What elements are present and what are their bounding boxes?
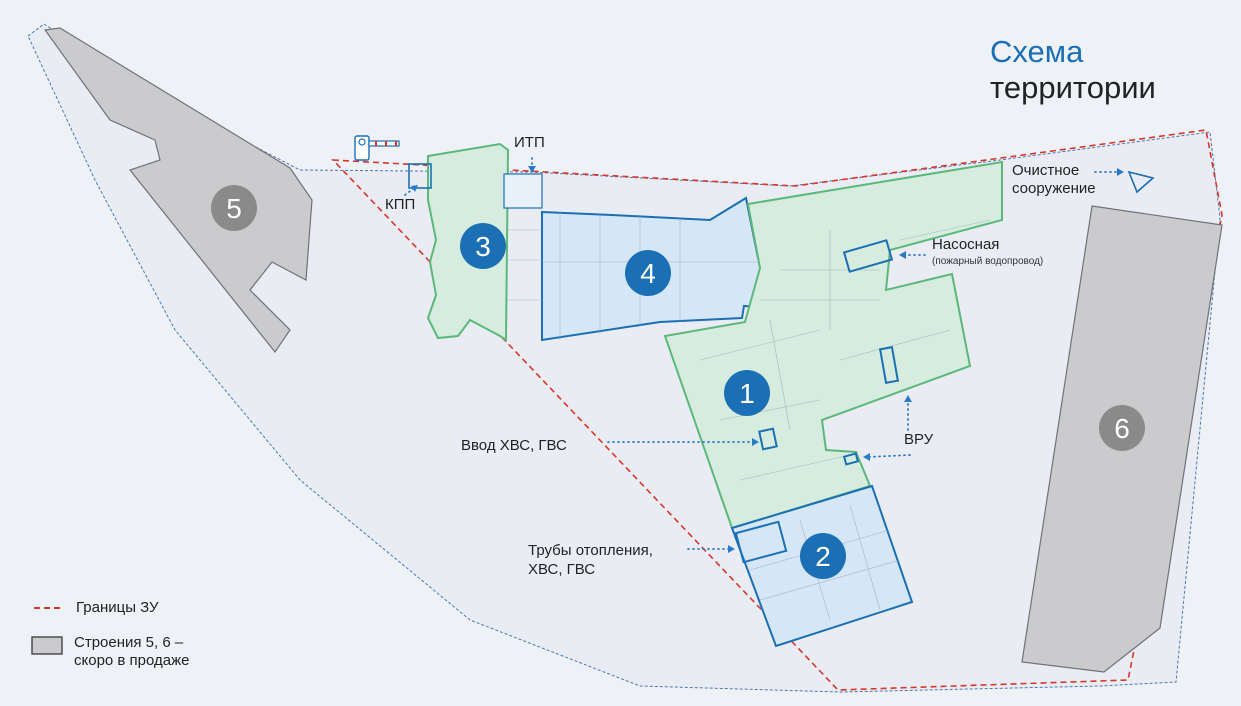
- kpp-marker: [408, 163, 432, 189]
- itp-building: [503, 173, 543, 209]
- barrier-gate-icon: [354, 135, 400, 161]
- building-number-5: 5: [226, 193, 242, 224]
- vru-marker-upper: [878, 346, 900, 384]
- building-5-shape: [43, 27, 313, 354]
- treatment-line-2: сооружение: [1012, 180, 1096, 197]
- triangle-marker-icon: [1127, 170, 1155, 194]
- pipes-line-2: ХВС, ГВС: [528, 561, 596, 578]
- pump-station-sublabel: (пожарный водопровод): [932, 256, 1044, 267]
- legend-structures-line-1: Строения 5, 6 –: [74, 634, 184, 651]
- title-line-2: территории: [990, 70, 1156, 105]
- building-number-4: 4: [640, 258, 656, 289]
- legend-structures-swatch: [31, 636, 63, 655]
- pipes-line-1: Трубы отопления,: [528, 542, 653, 559]
- kpp-label: КПП: [385, 196, 416, 213]
- legend-structures-line-2: скоро в продаже: [74, 652, 190, 669]
- building-badge-2[interactable]: 2: [800, 533, 846, 579]
- leader-lines: [404, 157, 1119, 550]
- land-plot-boundary: [331, 129, 1223, 691]
- building-badge-5[interactable]: 5: [211, 185, 257, 231]
- building-number-3: 3: [475, 231, 491, 262]
- legend-structures-label: Строения 5, 6 – скоро в продаже: [74, 634, 190, 670]
- title-line-1: Схема: [990, 34, 1084, 69]
- building-badge-4[interactable]: 4: [625, 250, 671, 296]
- building-badge-6[interactable]: 6: [1099, 405, 1145, 451]
- building-number-1: 1: [739, 378, 755, 409]
- leader-arrowheads: [411, 166, 1124, 553]
- treatment-line-1: Очистное: [1012, 162, 1080, 179]
- pump-station-label: Насосная: [932, 236, 1000, 253]
- itp-label: ИТП: [514, 134, 545, 151]
- building-number-6: 6: [1114, 413, 1130, 444]
- page-title: Схема территории: [990, 34, 1156, 106]
- building-1-shape: [663, 160, 1003, 530]
- building-number-2: 2: [815, 541, 831, 572]
- legend-boundary-label: Границы ЗУ: [76, 599, 159, 616]
- building-badge-3[interactable]: 3: [460, 223, 506, 269]
- vru-label: ВРУ: [904, 431, 934, 448]
- building-badge-1[interactable]: 1: [724, 370, 770, 416]
- pump-station-marker: [842, 239, 894, 273]
- pipes-marker: [734, 520, 788, 564]
- vru-marker-lower: [842, 452, 860, 466]
- treatment-facility-label: Очистное сооружение: [1012, 162, 1096, 198]
- water-input-marker: [758, 427, 778, 451]
- water-input-label: Ввод ХВС, ГВС: [461, 437, 567, 454]
- pipes-label: Трубы отопления, ХВС, ГВС: [528, 541, 653, 579]
